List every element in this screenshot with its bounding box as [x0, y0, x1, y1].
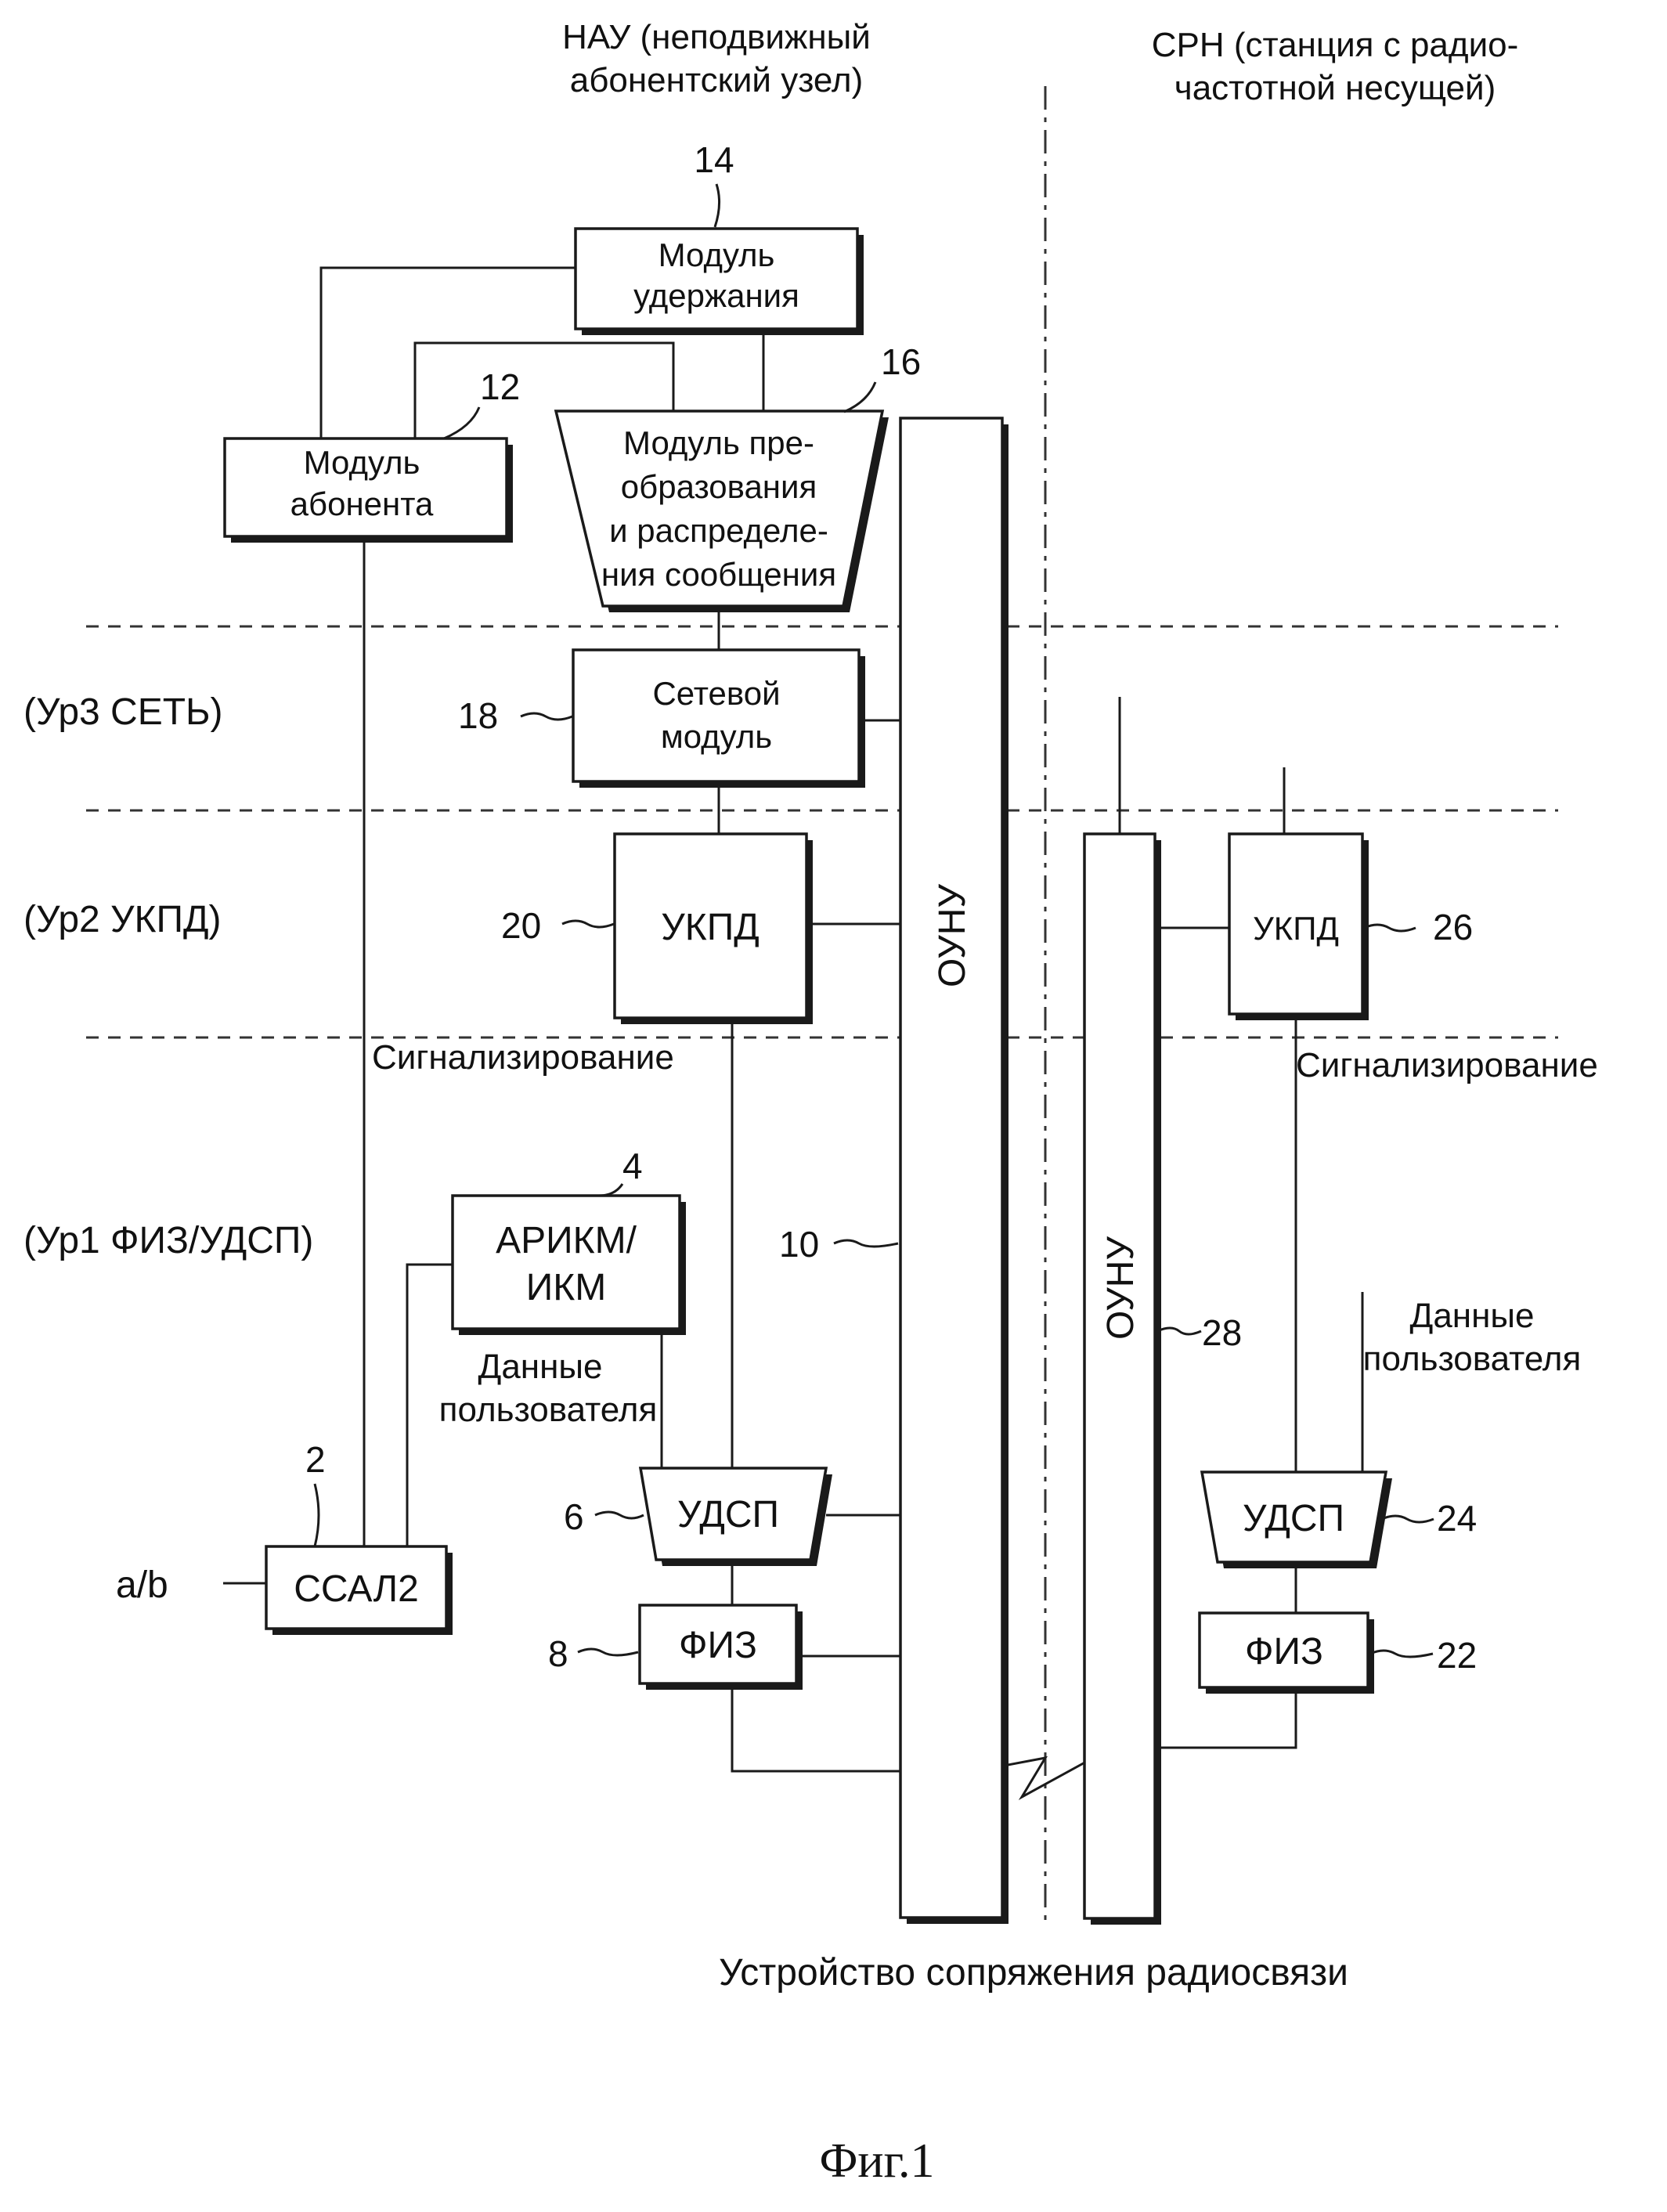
ref-2: 2 — [305, 1439, 326, 1480]
nau-title-line1: НАУ (неподвижный — [562, 18, 871, 56]
ukpd-right-label: УКПД — [1253, 910, 1339, 947]
userdata-right-line2: пользователя — [1363, 1340, 1582, 1378]
ref-16: 16 — [881, 341, 921, 382]
level1-label: (Ур1 ФИЗ/УДСП) — [23, 1220, 313, 1261]
leader-22 — [1370, 1651, 1433, 1657]
leader-20 — [562, 921, 614, 927]
ukpd-right-block: УКПД — [1229, 834, 1369, 1020]
ref-22: 22 — [1437, 1635, 1477, 1676]
ref-18: 18 — [458, 695, 498, 736]
fiz-left-block: ФИЗ — [640, 1605, 803, 1690]
network-module-line2: модуль — [661, 718, 772, 755]
leader-26 — [1364, 925, 1416, 931]
userdata-right-line1: Данные — [1410, 1297, 1535, 1335]
ukpd-left-block: УКПД — [615, 834, 813, 1024]
bottom-caption: Устройство сопряжения радиосвязи — [719, 1952, 1348, 1994]
fiz-right-block: ФИЗ — [1200, 1613, 1374, 1694]
udsp-left-block: УДСП — [640, 1468, 832, 1566]
leader-16 — [844, 382, 875, 412]
adpcm-line2: ИКМ — [526, 1267, 606, 1308]
ouny-right-label: ОУНУ — [1100, 1236, 1142, 1340]
leader-28 — [1157, 1328, 1201, 1334]
figure-caption: Фиг.1 — [819, 2134, 934, 2188]
fiz-left-label: ФИЗ — [679, 1625, 757, 1666]
ref-24: 24 — [1437, 1498, 1477, 1539]
subscriber-module-block: Модуль абонента — [225, 438, 513, 543]
adpcm-block: АРИКМ/ ИКМ — [453, 1196, 686, 1335]
udsp-right-block: УДСП — [1202, 1472, 1392, 1568]
leader-2 — [315, 1484, 319, 1546]
leader-18 — [521, 713, 572, 720]
udsp-left-label: УДСП — [677, 1494, 779, 1535]
conversion-module-line2: образования — [621, 468, 817, 505]
nau-title-line2: абонентский узел) — [570, 61, 864, 99]
ref-20: 20 — [501, 905, 541, 946]
level3-label: (Ур3 СЕТЬ) — [23, 691, 223, 733]
ref-10: 10 — [779, 1224, 819, 1265]
ref-8: 8 — [548, 1633, 568, 1674]
srn-title-line2: частотной несущей) — [1174, 69, 1496, 107]
adpcm-line1: АРИКМ/ — [496, 1220, 637, 1261]
ab-label: a/b — [116, 1564, 168, 1606]
ref-4: 4 — [622, 1146, 643, 1186]
conversion-module-line4: ния сообщения — [601, 556, 836, 593]
ref-14: 14 — [694, 139, 734, 180]
userdata-left-line2: пользователя — [439, 1391, 658, 1429]
leader-4 — [599, 1184, 622, 1196]
hold-module-line2: удержания — [633, 277, 799, 314]
subscriber-module-line2: абонента — [290, 485, 434, 522]
ouny-left-label: ОУНУ — [932, 884, 973, 987]
leader-12 — [444, 407, 479, 438]
fiz-right-label: ФИЗ — [1245, 1631, 1323, 1673]
ouny-right-block: ОУНУ — [1084, 834, 1161, 1925]
signal-right-label: Сигнализирование — [1296, 1046, 1598, 1084]
conversion-module-block: Модуль пре- образования и распределе- ни… — [556, 411, 889, 612]
hold-module-line1: Модуль — [659, 236, 775, 273]
network-module-block: Сетевой модуль — [573, 650, 865, 788]
conversion-module-line1: Модуль пре- — [623, 424, 814, 461]
ref-12: 12 — [480, 366, 520, 407]
conversion-module-line3: и распределе- — [609, 512, 828, 549]
link-hold-subscriber — [321, 268, 576, 438]
leader-14 — [715, 184, 720, 227]
signal-left-label: Сигнализирование — [372, 1038, 674, 1077]
ref-28: 28 — [1202, 1312, 1242, 1353]
network-module-line1: Сетевой — [652, 675, 780, 712]
subscriber-module-line1: Модуль — [304, 444, 420, 481]
leader-8 — [578, 1649, 638, 1655]
hold-module-block: Модуль удержания — [576, 229, 864, 335]
leader-6 — [595, 1512, 644, 1518]
srn-title-line1: СРН (станция с радио- — [1152, 26, 1519, 64]
leader-24 — [1382, 1516, 1434, 1522]
udsp-right-label: УДСП — [1243, 1498, 1344, 1539]
ref-26: 26 — [1433, 907, 1473, 947]
ouny-left-block: ОУНУ — [900, 418, 1008, 1924]
level2-label: (Ур2 УКПД) — [23, 899, 222, 940]
userdata-left-line1: Данные — [478, 1348, 603, 1386]
ukpd-left-label: УКПД — [661, 907, 759, 948]
ref-6: 6 — [564, 1496, 584, 1537]
ssal2-block: ССАЛ2 — [266, 1546, 453, 1635]
leader-10 — [834, 1240, 898, 1247]
ssal2-label: ССАЛ2 — [294, 1568, 419, 1610]
